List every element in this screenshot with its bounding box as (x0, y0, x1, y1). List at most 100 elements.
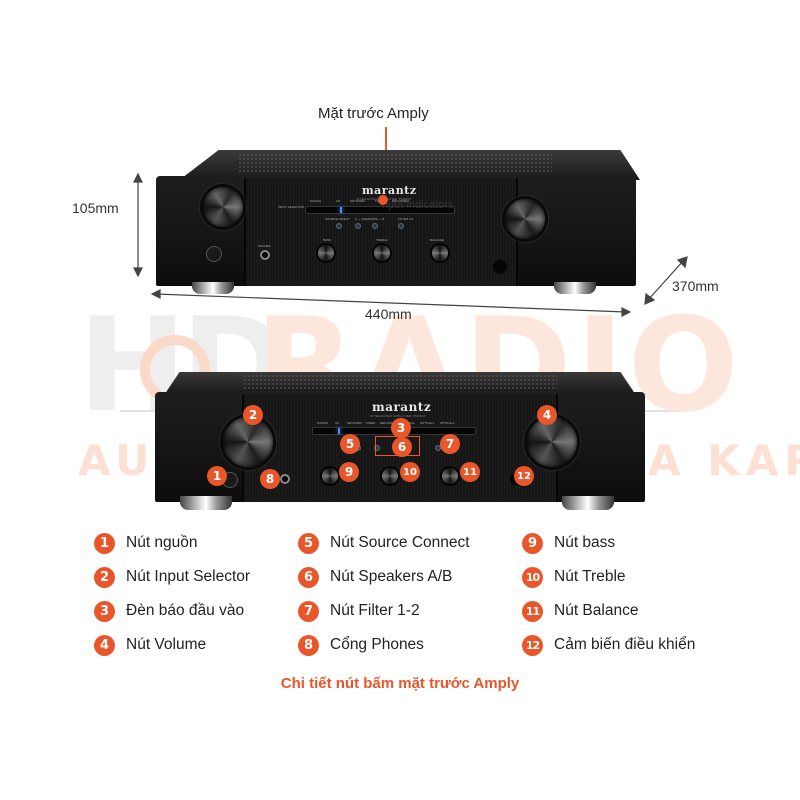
phones-jack[interactable] (260, 250, 270, 260)
depth-dimension: 370mm (672, 278, 719, 294)
callout-7: 7 (440, 434, 460, 454)
input-label-phono: PHONO (317, 421, 329, 425)
filter-button[interactable] (398, 223, 404, 229)
power-button[interactable] (206, 246, 222, 262)
remote-sensor (493, 260, 507, 274)
phones-jack[interactable] (280, 474, 290, 484)
callout-9: 9 (339, 462, 359, 482)
input-label-recorder: RECORDER (380, 421, 398, 425)
legend-number: 7 (298, 600, 319, 622)
indicator-marker (378, 195, 388, 205)
legend-item-6: 6 Nút Speakers A/B (298, 566, 522, 588)
callout-11: 11 (460, 462, 480, 482)
legend-number: 9 (522, 532, 543, 554)
speaker-a-button[interactable] (355, 223, 361, 229)
treble-knob[interactable] (372, 243, 392, 263)
legend-number: 1 (94, 532, 115, 554)
legend-label: Cảm biến điều khiển (554, 636, 696, 653)
legend-caption: Chi tiết nút bấm mặt trước Amply (280, 675, 520, 692)
width-dimension: 440mm (365, 306, 412, 322)
callout-10: 10 (400, 462, 420, 482)
legend-number: 8 (298, 634, 319, 656)
legend-item-1: 1 Nút nguồn (94, 532, 298, 554)
legend-label: Nút Volume (126, 636, 207, 653)
balance-knob[interactable] (430, 243, 450, 263)
label-input-selector: INPUT SELECTOR (278, 205, 304, 209)
label-balance: BALANCE (430, 238, 445, 242)
speaker-b-button[interactable] (372, 223, 378, 229)
label-filter: FILTER 1/2 (398, 217, 414, 221)
legend-label: Nút Input Selector (126, 568, 251, 585)
callout-8: 8 (260, 469, 280, 489)
input-label-tuner: TUNER (365, 421, 376, 425)
callout-1: 1 (207, 466, 227, 486)
legend-grid: 1 Nút nguồn 5 Nút Source Connect 9 Nút bass… (94, 532, 714, 656)
input-led-cd (338, 428, 340, 434)
legend-label: Nút Filter 1-2 (330, 602, 420, 619)
legend-number: 6 (298, 566, 319, 588)
legend-label: Nút Speakers A/B (330, 568, 453, 585)
amp-top-cover (164, 372, 636, 394)
speaker-a-button[interactable] (374, 445, 380, 451)
input-led-cd (340, 207, 342, 213)
input-label-network: NETWORK (350, 199, 366, 203)
input-label-optical1: OPTICAL1 (420, 421, 435, 425)
label-treble: TREBLE (376, 238, 388, 242)
brand-logo: marantz (372, 400, 432, 414)
amp-foot-left (180, 496, 232, 510)
legend-label: Nút Source Connect (330, 534, 470, 551)
legend-label: Nút Balance (554, 602, 639, 619)
callout-4: 4 (537, 405, 557, 425)
legend-number: 10 (522, 566, 543, 588)
height-dimension: 105mm (72, 200, 119, 216)
input-label-optical2: OPTICAL2 (440, 421, 455, 425)
label-phones: PHONES (258, 244, 271, 248)
callout-12: 12 (514, 466, 534, 486)
volume-knob[interactable] (502, 196, 548, 242)
amp-foot-right (554, 282, 596, 294)
brand-logo: marantz (362, 184, 417, 197)
amp-foot-left (192, 282, 234, 294)
amp-top-cover (179, 150, 640, 180)
legend-label: Đèn báo đầu vào (126, 602, 245, 619)
input-label-recorder: RECORDER (392, 199, 410, 203)
input-indicators-overlay: nput indicators (382, 199, 454, 211)
top-diagram-title: Mặt trước Amply (318, 105, 429, 122)
brand-subtitle: INTEGRATED AMPLIFIER PM6007 (370, 414, 426, 418)
input-label-phono: PHONO (310, 199, 322, 203)
legend-number: 11 (522, 600, 543, 622)
legend-number: 4 (94, 634, 115, 656)
legend-label: Nút Treble (554, 568, 626, 585)
input-indicator-slot (305, 206, 455, 214)
legend-item-12: 12 Cảm biến điều khiển (522, 634, 722, 656)
legend-label: Cổng Phones (330, 636, 424, 653)
legend-item-11: 11 Nút Balance (522, 600, 722, 622)
input-label-cd: CD (335, 421, 340, 425)
legend-item-7: 7 Nút Filter 1-2 (298, 600, 522, 622)
legend-item-9: 9 Nút bass (522, 532, 722, 554)
callout-3: 3 (391, 418, 411, 438)
legend-item-8: 8 Cổng Phones (298, 634, 522, 656)
legend-label: Nút nguồn (126, 534, 198, 551)
bass-knob[interactable] (316, 243, 336, 263)
label-speakers: A — SPEAKERS — B (355, 217, 385, 221)
legend-number: 12 (522, 634, 543, 656)
label-bass: BASS (323, 238, 332, 242)
input-label-cd: CD (336, 199, 341, 203)
callout-6: 6 (392, 437, 412, 457)
legend-item-10: 10 Nút Treble (522, 566, 722, 588)
legend-label: Nút bass (554, 534, 616, 551)
legend-item-5: 5 Nút Source Connect (298, 532, 522, 554)
legend-number: 3 (94, 600, 115, 622)
bass-knob[interactable] (320, 466, 340, 486)
input-selector-knob[interactable] (200, 184, 246, 230)
source-direct-button[interactable] (336, 223, 342, 229)
legend-item-4: 4 Nút Volume (94, 634, 298, 656)
legend-number: 5 (298, 532, 319, 554)
input-label-network: NETWORK (347, 421, 363, 425)
treble-knob[interactable] (380, 466, 400, 486)
label-source-direct: SOURCE DIRECT (325, 217, 350, 221)
callout-2: 2 (243, 405, 263, 425)
balance-knob[interactable] (440, 466, 460, 486)
